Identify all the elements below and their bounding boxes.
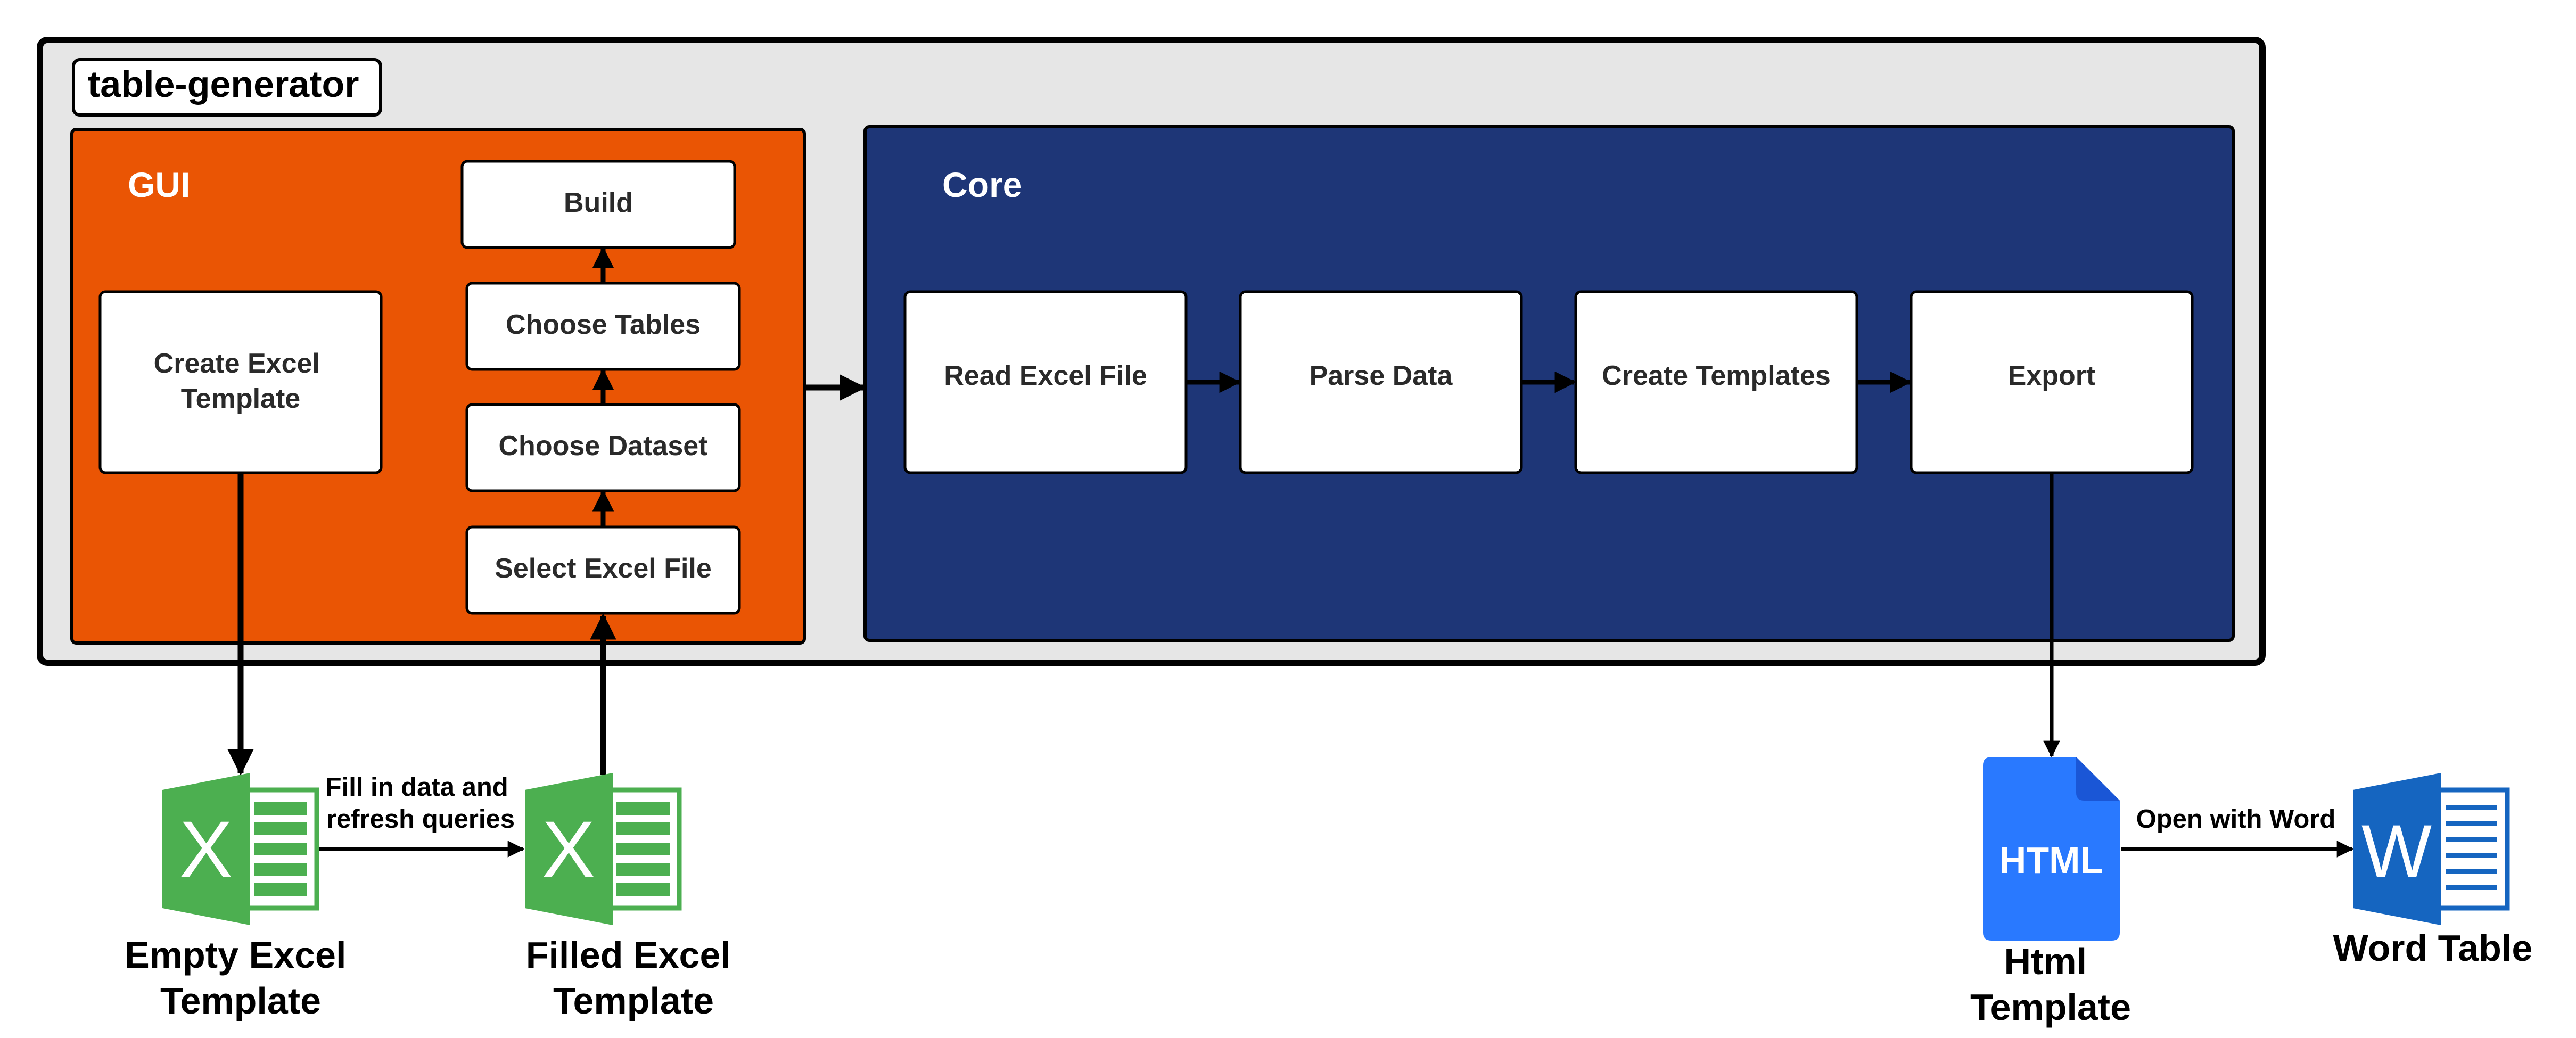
filled-excel-caption-line-1: Filled Excel — [526, 934, 731, 976]
word-file-icon: W — [2353, 773, 2510, 925]
html-template-caption-line-1: Html — [2004, 941, 2087, 982]
read-excel-file-box: Read Excel File — [903, 290, 1188, 474]
parse-data-box: Parse Data — [1239, 290, 1523, 474]
create-templates-box: Create Templates — [1574, 290, 1858, 474]
filled-excel-caption: Filled Excel Template — [526, 934, 742, 1021]
fill-in-data-line-2: refresh queries — [326, 805, 515, 834]
select-excel-file-label: Select Excel File — [495, 553, 712, 584]
build-label: Build — [564, 187, 633, 218]
container-title-tag: table-generator — [72, 58, 382, 117]
html-file-icon: HTML — [1983, 757, 2120, 941]
svg-text:Create Excel Template: Create Excel Template — [154, 348, 328, 414]
select-excel-file-box: Select Excel File — [465, 525, 741, 615]
choose-tables-box: Choose Tables — [465, 282, 741, 371]
empty-excel-caption-line-1: Empty Excel — [125, 934, 346, 976]
export-box: Export — [1910, 290, 2194, 474]
choose-dataset-label: Choose Dataset — [499, 431, 708, 462]
open-with-word-label: Open with Word — [2136, 805, 2336, 834]
excel-x-glyph: X — [179, 804, 233, 894]
gui-title: GUI — [128, 165, 190, 204]
excel-file-icon: X — [162, 773, 319, 925]
html-badge: HTML — [1999, 839, 2103, 881]
excel-x-glyph: X — [542, 804, 595, 894]
html-template-caption: Html Template — [1970, 941, 2131, 1028]
word-w-glyph: W — [2361, 809, 2432, 893]
create-excel-template-box: Create Excel Template — [98, 290, 383, 474]
create-excel-template-line-1: Create Excel — [154, 348, 320, 379]
fill-in-data-label: Fill in data and refresh queries — [326, 773, 516, 834]
container-title: table-generator — [88, 63, 359, 105]
choose-dataset-box: Choose Dataset — [465, 403, 741, 492]
build-box: Build — [460, 160, 736, 249]
export-label: Export — [2008, 360, 2096, 391]
gui-panel: GUI Create Excel Template Build Choose T… — [70, 128, 806, 645]
create-templates-label: Create Templates — [1602, 360, 1831, 391]
excel-file-icon: X — [525, 773, 682, 925]
read-excel-file-label: Read Excel File — [944, 360, 1147, 391]
create-excel-template-line-2: Template — [181, 383, 300, 414]
word-table-caption: Word Table — [2333, 927, 2533, 969]
empty-excel-caption: Empty Excel Template — [125, 934, 357, 1021]
empty-excel-caption-line-2: Template — [160, 980, 321, 1021]
arrows — [227, 246, 2354, 858]
filled-excel-caption-line-2: Template — [553, 980, 714, 1021]
html-template-caption-line-2: Template — [1970, 986, 2131, 1028]
fill-in-data-line-1: Fill in data and — [326, 773, 508, 802]
choose-tables-label: Choose Tables — [506, 309, 701, 340]
parse-data-label: Parse Data — [1310, 360, 1453, 391]
core-title: Core — [942, 165, 1022, 204]
